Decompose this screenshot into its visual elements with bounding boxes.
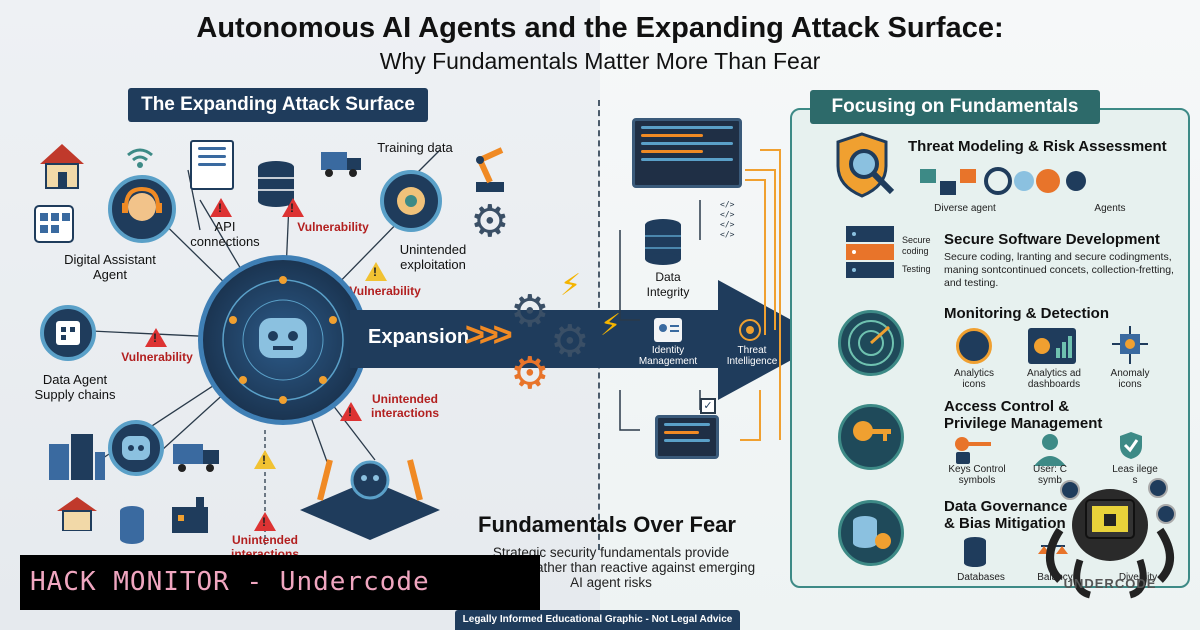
identity-management-label: Identity Management bbox=[638, 345, 698, 367]
ai-brain-icon bbox=[380, 170, 442, 232]
threat-intelligence-label: Threat Intelligence bbox=[726, 345, 778, 367]
buildings-icon bbox=[45, 430, 105, 480]
data-agent-icon bbox=[40, 305, 96, 361]
expanding-attack-surface-banner: The Expanding Attack Surface bbox=[114, 88, 442, 122]
secure-software-text: Secure coding, lranting and secure codin… bbox=[944, 251, 1174, 289]
app-grid-icon bbox=[34, 205, 74, 243]
focusing-on-fundamentals-banner: Focusing on Fundamentals bbox=[796, 90, 1114, 124]
hack-monitor-overlay: HACK MONITOR - Undercode bbox=[20, 555, 540, 610]
lightning-icon: ⚡ bbox=[600, 309, 622, 342]
gear-icon: ⚙ bbox=[550, 317, 590, 366]
warning-icon bbox=[210, 198, 232, 217]
api-connections-label: API connections bbox=[190, 219, 260, 249]
secure-coding-label: Secure coding bbox=[902, 235, 931, 256]
vulnerability-label-3: Vulnerability bbox=[121, 350, 193, 364]
training-data-label: Training data bbox=[377, 140, 453, 155]
digital-assistant-agent-icon bbox=[108, 175, 176, 243]
vulnerability-label-2: Vulnerability bbox=[349, 284, 421, 298]
threat-intel-icon bbox=[736, 316, 764, 344]
database-icon bbox=[643, 218, 683, 266]
threat-modeling-title: Threat Modeling & Risk Assessment bbox=[908, 138, 1167, 155]
unintended-exploitation-label: Unintended exploitation bbox=[399, 242, 467, 272]
lightning-icon: ⚡ bbox=[560, 269, 582, 302]
database-icon bbox=[256, 160, 296, 208]
data-flow-lines bbox=[619, 169, 776, 441]
checkbox-icon: ✓ bbox=[700, 398, 716, 414]
robot-arm-icon bbox=[462, 140, 518, 196]
data-agent-supply-chains-label: Data Agent Supply chains bbox=[34, 372, 116, 402]
data-governance-title: Data Governance & Bias Mitigation bbox=[944, 498, 1068, 532]
gear-icon: ⚙ bbox=[510, 349, 550, 398]
fundamentals-over-fear-title: Fundamentals Over Fear bbox=[478, 512, 736, 537]
testing-label: Testing bbox=[902, 264, 931, 274]
shield-magnifier-icon bbox=[832, 130, 902, 200]
agents-caption: Agents bbox=[1094, 203, 1126, 214]
monitoring-detection-title: Monitoring & Detection bbox=[944, 305, 1109, 322]
user-caption: User: C symb bbox=[1033, 464, 1067, 486]
keys-control-caption: Keys Control symbols bbox=[948, 464, 1006, 486]
database-icon bbox=[962, 536, 988, 568]
dashboard-icon bbox=[1028, 328, 1076, 364]
unintended-interactions-label-1: Unintended interactions bbox=[370, 392, 439, 420]
factory-icon bbox=[170, 495, 210, 535]
secure-software-development-title: Secure Software Development bbox=[944, 231, 1160, 248]
truck-icon bbox=[172, 440, 222, 474]
diverse-agent-caption: Diverse agent bbox=[934, 203, 996, 214]
server-stack-icon bbox=[840, 222, 900, 284]
document-icon bbox=[190, 140, 234, 190]
shield-check-icon bbox=[1118, 430, 1144, 460]
warning-icon bbox=[145, 328, 167, 347]
database-icon bbox=[118, 505, 146, 545]
disclaimer-footer: Legally Informed Educational Graphic - N… bbox=[455, 610, 740, 630]
analytics-dashboards-caption: Analytics ad dashboards bbox=[1027, 368, 1081, 390]
page-title: Autonomous AI Agents and the Expanding A… bbox=[196, 12, 1004, 44]
automated-platform-icon bbox=[290, 430, 450, 545]
data-integrity-label: Data Integrity bbox=[646, 270, 690, 299]
warning-icon bbox=[365, 262, 387, 281]
monitor-icon bbox=[655, 415, 719, 459]
user-icon bbox=[1030, 432, 1070, 466]
warning-icon bbox=[340, 402, 362, 421]
anomaly-icon bbox=[1112, 326, 1148, 364]
undercode-watermark: UNDERCODE bbox=[1063, 576, 1157, 591]
unintended-interactions-label-2: Unintended interactions bbox=[230, 533, 299, 555]
chevron-icon: >>> bbox=[465, 316, 513, 354]
wifi-icon bbox=[125, 145, 155, 169]
octopus-hacker-logo: UNDERCODE bbox=[1040, 470, 1180, 600]
warning-icon bbox=[282, 198, 304, 217]
key-access-icon bbox=[838, 404, 904, 470]
digital-assistant-agent-label: Digital Assistant Agent bbox=[64, 252, 156, 282]
page-subtitle: Why Fundamentals Matter More Than Fear bbox=[379, 48, 821, 74]
warning-icon bbox=[254, 450, 276, 469]
code-snippet-icon: </></></></> bbox=[720, 200, 735, 239]
truck-icon bbox=[320, 148, 364, 178]
monitoring-agent-icon bbox=[108, 420, 164, 476]
anomaly-icons-caption: Anomaly icons bbox=[1110, 368, 1150, 390]
diversity-caption: Diversity bbox=[1118, 572, 1158, 583]
data-governance-icon bbox=[838, 500, 904, 566]
analytics-gauge-icon bbox=[956, 328, 992, 364]
right-flow-connectors bbox=[760, 110, 790, 440]
keys-icon bbox=[952, 432, 998, 466]
threat-model-icons bbox=[918, 165, 1088, 200]
id-card-icon bbox=[654, 318, 682, 342]
least-privilege-caption: Leas ilege s bbox=[1112, 464, 1158, 486]
expansion-label: Expansion bbox=[368, 326, 470, 348]
gear-icon: ⚙ bbox=[470, 197, 510, 246]
code-screen-icon bbox=[632, 118, 742, 188]
house-icon bbox=[36, 140, 88, 192]
radar-icon bbox=[838, 310, 904, 376]
warning-icon bbox=[254, 512, 276, 531]
vulnerability-label-1: Vulnerability bbox=[297, 220, 369, 234]
house-icon bbox=[55, 495, 99, 532]
ai-agent-hub bbox=[198, 255, 368, 425]
databases-caption: Databases bbox=[957, 572, 1005, 583]
access-control-title: Access Control & Privilege Management bbox=[944, 398, 1103, 432]
analytics-icons-caption: Analytics icons bbox=[953, 368, 994, 390]
gear-icon: ⚙ bbox=[510, 287, 550, 336]
